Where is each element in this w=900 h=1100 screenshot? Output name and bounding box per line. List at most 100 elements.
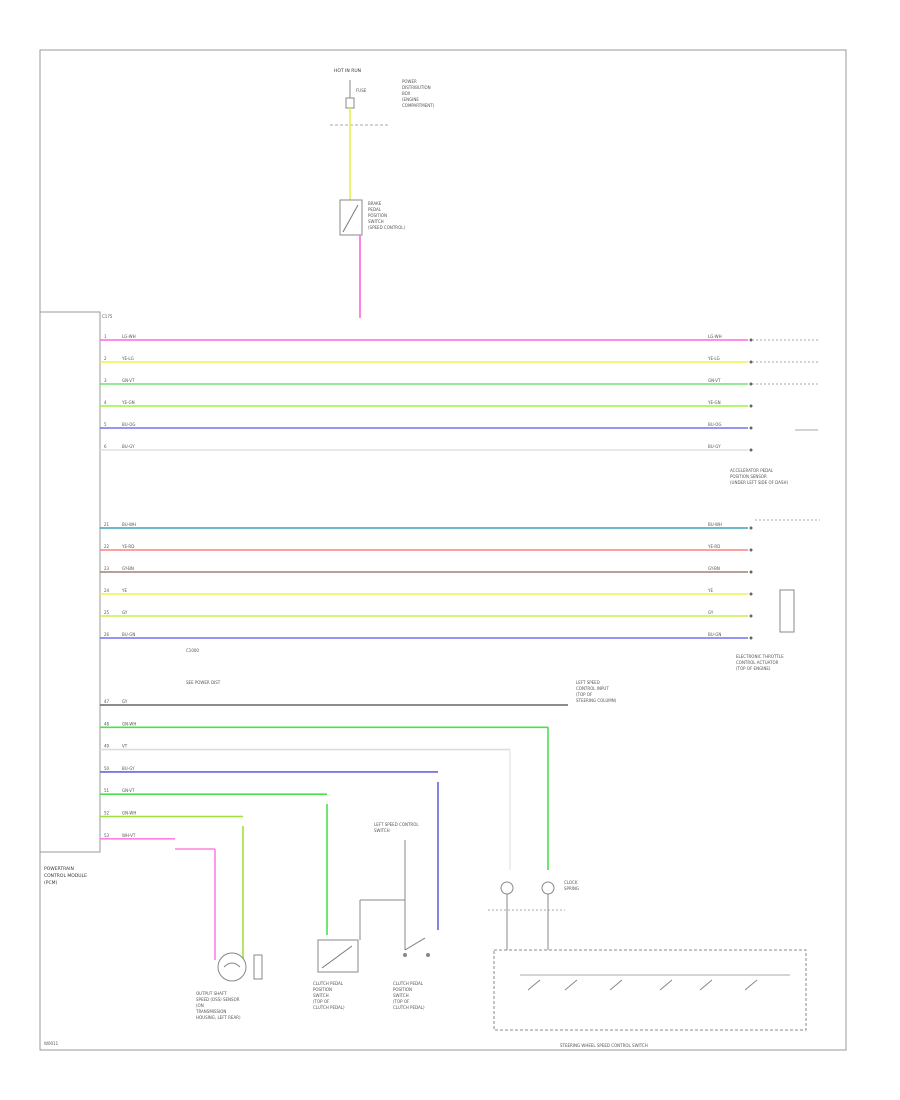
mid-bus-pin-label: 22: [104, 544, 110, 549]
mid-bus-wire-label: BU-WH: [122, 522, 136, 527]
lower-wire-label: WH-VT: [122, 833, 136, 838]
top-bus-terminal: [749, 338, 753, 342]
accel-pedal-line-3: (UNDER LEFT SIDE OF DASH): [730, 480, 788, 485]
steering-switch-label: STEERING WHEEL SPEED CONTROL SWITCH: [560, 1043, 648, 1048]
oss-line-5: HOUSING, LEFT REAR): [196, 1015, 241, 1020]
lower-pin-label: 52: [104, 811, 110, 816]
clutch1-line-1: CLUTCH PEDAL: [313, 981, 344, 986]
mid-bus-right-label: GY: [708, 610, 714, 615]
clutch2-line-2: POSITION: [393, 987, 412, 992]
oss-line-2: SPEED (OSS) SENSOR: [196, 997, 240, 1002]
accel-pedal-sensor: [752, 339, 820, 431]
top-bus-pin-label: 5: [104, 422, 107, 427]
pcm-line-2: CONTROL MODULE: [44, 873, 87, 879]
top-bus-right-label: LG-WH: [708, 334, 722, 339]
mid-bus-terminal: [749, 592, 753, 596]
brake-switch-line-5: (SPEED CONTROL): [368, 225, 405, 230]
fuse-assembly: [330, 80, 388, 318]
accel-pedal-line-2: POSITION SENSOR: [730, 474, 767, 479]
lower-pin-label: 50: [104, 766, 110, 771]
top-bus-wire-label: YE-LG: [121, 356, 134, 361]
throttle-line-2: CONTROL ACTUATOR: [736, 660, 779, 665]
clock-spring: [488, 881, 565, 950]
top-bus-right-label: YE-GN: [707, 400, 721, 405]
mid-bus-wire-label: GY: [122, 610, 128, 615]
oss-sensor: [217, 952, 263, 982]
clutch1-line-2: POSITION: [313, 987, 332, 992]
brake-switch-line-2: PEDAL: [368, 207, 382, 212]
top-bus-wire-label: BU-GY: [122, 444, 135, 449]
top-bus-terminal: [749, 426, 753, 430]
fuse-sub-label: FUSE: [356, 88, 367, 93]
left-speed-switch-line-2: SWITCH: [374, 828, 390, 833]
lower-wire-label: GN-WH: [122, 721, 136, 726]
lower-wire-label: VT: [122, 744, 128, 749]
left-speed-line-3: (TOP OF: [576, 692, 593, 697]
mid-bus-terminal: [749, 526, 753, 530]
mid-bus-right-label: YE: [707, 588, 713, 593]
mid-bus-wire-label: GY-BN: [122, 566, 134, 571]
mid-bus-right-label: GY-BN: [708, 566, 720, 571]
clutch1-line-3: SWITCH: [313, 993, 329, 998]
mid-bus-right-label: BU-GN: [708, 632, 721, 637]
connector-c1000-label: C1000: [186, 648, 199, 653]
top-bus-pin-label: 4: [104, 400, 107, 405]
lower-pin-label: 47: [104, 699, 110, 704]
vertical-drops: [175, 727, 549, 960]
mid-bus-wire-label: BU-GN: [122, 632, 135, 637]
mid-bus-terminal: [749, 614, 753, 618]
top-bus-terminal: [749, 382, 753, 386]
lower-wire-label: BU-GY: [122, 766, 135, 771]
lower-pin-label: 48: [104, 721, 110, 726]
accel-pedal-line-1: ACCELERATOR PEDAL: [730, 468, 774, 473]
lower-wire-label: GN-WH: [122, 811, 136, 816]
lower-pin-label: 53: [104, 833, 110, 838]
clutch2-line-3: SWITCH: [393, 993, 409, 998]
left-speed-switch-line-1: LEFT SPEED CONTROL: [374, 822, 419, 827]
mid-bus-pin-label: 23: [104, 566, 110, 571]
throttle-line-3: (TOP OF ENGINE): [736, 666, 771, 671]
top-bus-right-label: BU-GY: [708, 444, 721, 449]
left-speed-line-1: LEFT SPEED: [576, 680, 600, 685]
mid-bus-pin-label: 21: [104, 522, 110, 527]
top-bus-pin-label: 2: [104, 356, 107, 361]
mid-bus-pin-label: 24: [104, 588, 110, 593]
pdb-line-3: BOX: [402, 91, 411, 96]
mid-bus-right-label: YE-RD: [707, 544, 720, 549]
brake-switch-line-1: BRAKE: [368, 201, 382, 206]
lower-wire-label: GY: [122, 699, 128, 704]
fuse-label: HOT IN RUN: [334, 68, 361, 74]
footer-code: W0011: [44, 1041, 59, 1046]
top-bus-right-label: YE-LG: [707, 356, 720, 361]
clutch1-line-5: CLUTCH PEDAL): [313, 1005, 345, 1010]
clock-spring-line-2: SPRING: [564, 886, 579, 891]
oss-line-4: TRANSMISSION: [195, 1009, 226, 1014]
mid-bus-pin-label: 25: [104, 610, 110, 615]
oss-line-3: (ON: [196, 1003, 204, 1008]
top-bus-right-label: BU-OG: [708, 422, 721, 427]
top-bus-pin-label: 1: [104, 334, 107, 339]
mid-bus-wire-label: YE: [121, 588, 127, 593]
mid-bus-terminal: [749, 548, 753, 552]
top-bus-terminal: [749, 404, 753, 408]
throttle-actuator: [755, 519, 820, 633]
pdb-line-2: DISTRIBUTION: [402, 85, 431, 90]
top-bus-wire-label: BU-OG: [122, 422, 135, 427]
brake-switch-line-3: POSITION: [368, 213, 387, 218]
brake-switch-line-4: SWITCH: [368, 219, 384, 224]
clutch2-line-1: CLUTCH PEDAL: [393, 981, 424, 986]
steering-wheel-switch: [493, 949, 807, 1031]
mid-bus-terminal: [749, 570, 753, 574]
throttle-line-1: ELECTRONIC THROTTLE: [736, 654, 784, 659]
mid-bus-wire-label: YE-RD: [121, 544, 134, 549]
pdb-line-1: POWER: [402, 79, 417, 84]
clutch-switch-2: [403, 930, 430, 957]
oss-line-1: OUTPUT SHAFT: [196, 991, 227, 996]
pcm-box: [39, 311, 101, 853]
top-bus-pin-label: 3: [104, 378, 107, 383]
